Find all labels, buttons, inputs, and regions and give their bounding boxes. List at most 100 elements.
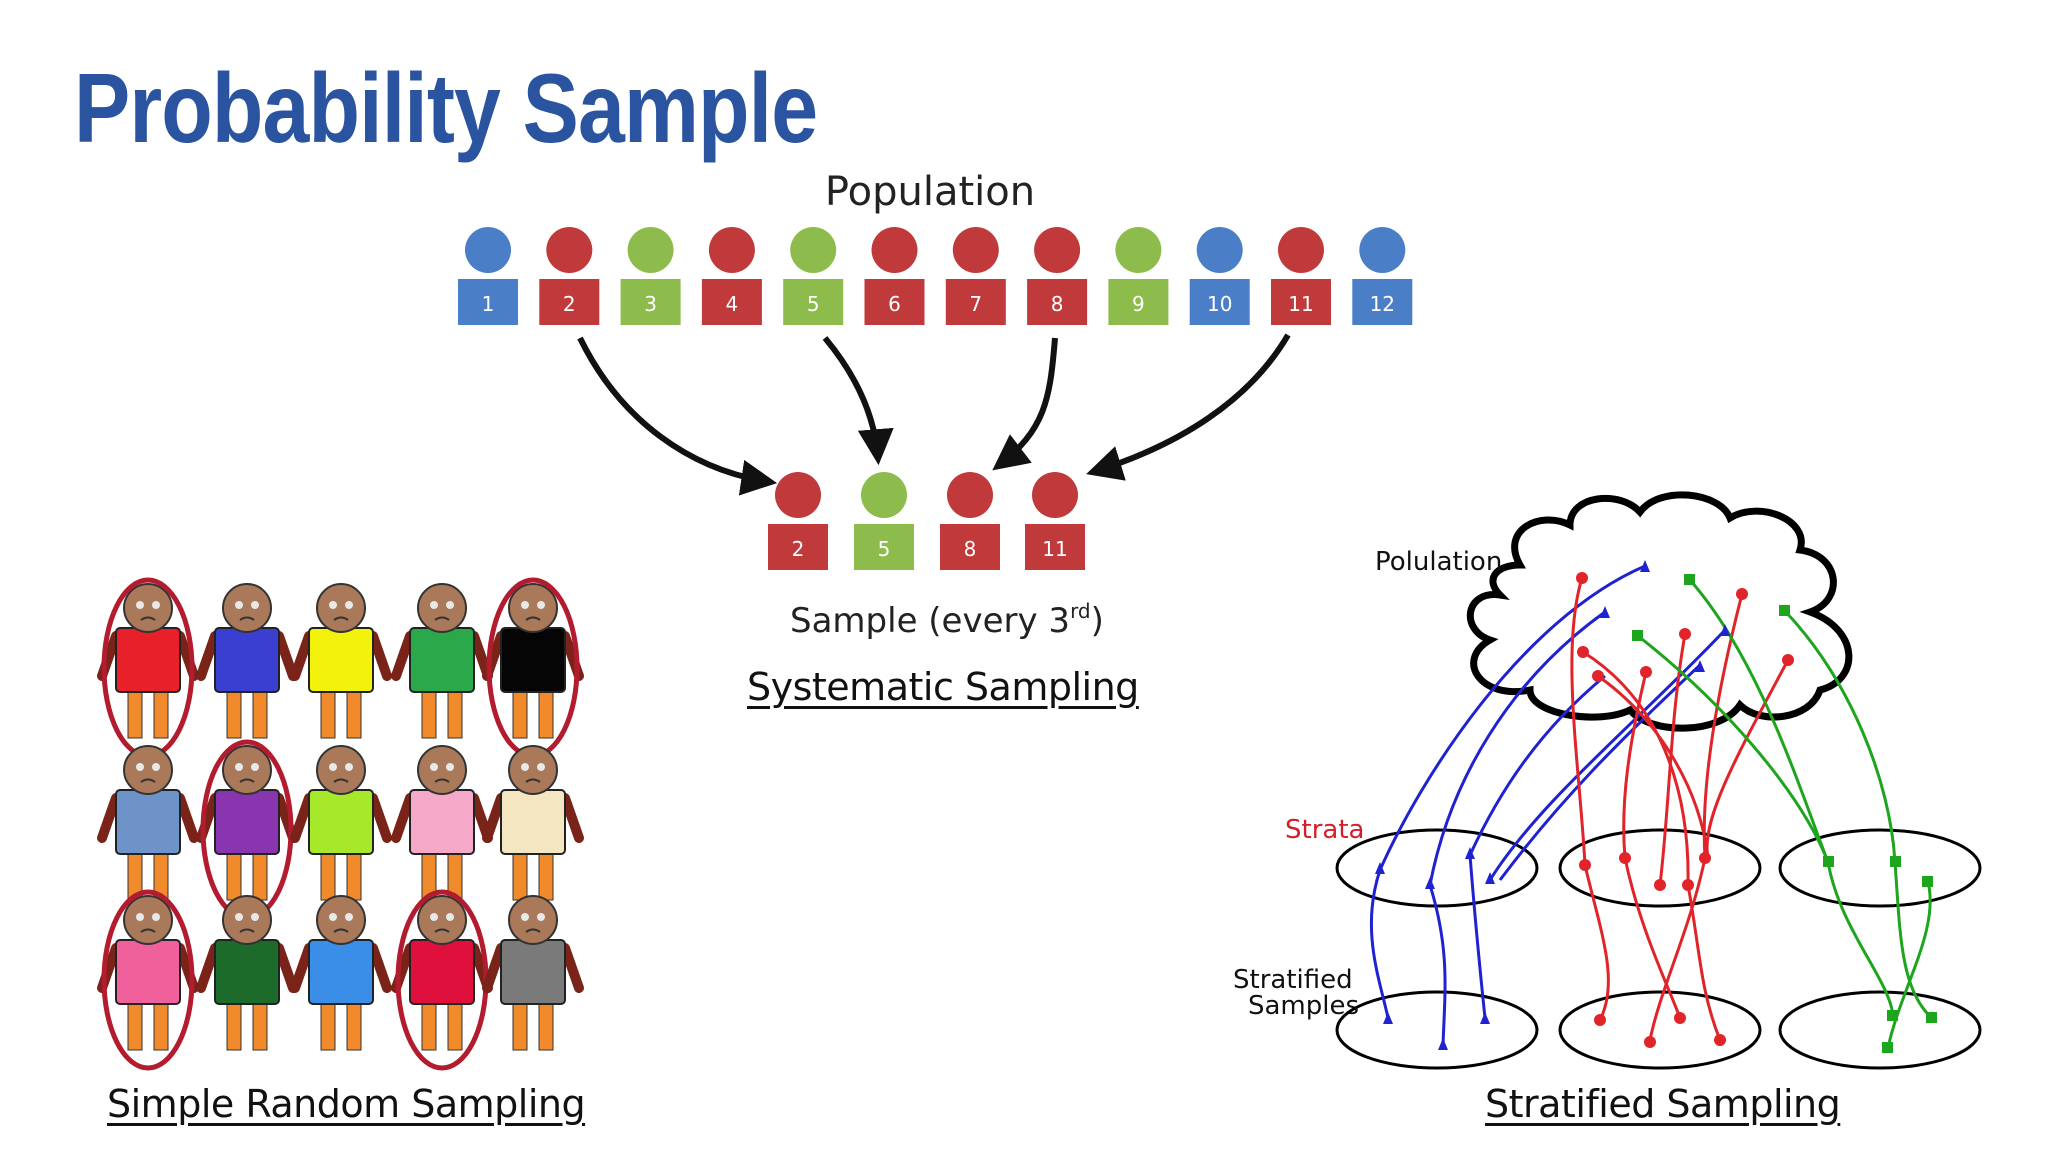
blue-line <box>1428 884 1447 1046</box>
leg <box>447 999 463 1051</box>
population-person-6: 6 <box>862 227 927 327</box>
person-head <box>790 227 837 273</box>
stratum-ellipse-blue <box>1335 828 1539 908</box>
person-number: 9 <box>1132 292 1145 316</box>
leg <box>538 849 554 901</box>
person-head <box>1359 227 1406 273</box>
stick-person <box>97 577 199 759</box>
green-point <box>1926 1012 1937 1023</box>
eye <box>521 913 529 921</box>
green-point <box>1823 856 1834 867</box>
head <box>222 895 272 945</box>
eye <box>430 913 438 921</box>
population-person-12: 12 <box>1350 227 1415 327</box>
population-person-7: 7 <box>943 227 1008 327</box>
person-number: 8 <box>1051 292 1064 316</box>
blue-point <box>1383 1012 1393 1024</box>
shirt <box>115 627 181 693</box>
person-body <box>1269 277 1333 327</box>
leg <box>421 999 437 1051</box>
person-head <box>861 472 907 518</box>
shirt <box>308 627 374 693</box>
green-line <box>1637 634 1830 863</box>
blue-line <box>1428 610 1606 886</box>
red-flow-lines <box>1570 577 1790 1041</box>
head <box>417 745 467 795</box>
person-head <box>1032 472 1078 518</box>
leg <box>512 999 528 1051</box>
eye <box>152 913 160 921</box>
person-head <box>546 227 593 273</box>
population-person-10: 10 <box>1187 227 1252 327</box>
green-point <box>1779 605 1790 616</box>
blue-line <box>1488 628 1727 881</box>
population-person-5: 5 <box>781 227 846 327</box>
blue-flow-lines <box>1369 564 1727 1046</box>
stick-person <box>290 583 392 739</box>
leg <box>447 687 463 739</box>
stick-person <box>97 745 199 901</box>
red-line <box>1702 593 1744 859</box>
red-point <box>1579 859 1591 871</box>
person-number: 12 <box>1370 292 1395 316</box>
leg <box>512 687 528 739</box>
head <box>316 895 366 945</box>
shirt <box>500 939 566 1005</box>
head <box>222 745 272 795</box>
eye <box>430 763 438 771</box>
shirt <box>115 789 181 855</box>
sample-ellipse-green <box>1778 990 1982 1070</box>
person-head <box>952 227 999 273</box>
eye <box>136 763 144 771</box>
person-body <box>1023 522 1087 572</box>
shirt <box>115 939 181 1005</box>
arm <box>368 943 392 993</box>
eye <box>345 601 353 609</box>
person-body <box>1106 277 1171 327</box>
eye <box>152 763 160 771</box>
population-person-8: 8 <box>1025 227 1090 327</box>
sample-ellipse-blue <box>1335 990 1539 1070</box>
person-number: 11 <box>1042 537 1067 561</box>
stick-person <box>391 889 493 1071</box>
arm <box>290 631 314 681</box>
blue-point <box>1465 847 1475 859</box>
sample-person-5: 5 <box>852 472 916 572</box>
stratified-samples-label-2: Samples <box>1248 991 1359 1021</box>
eye <box>251 913 259 921</box>
leg <box>226 687 242 739</box>
red-line <box>1705 659 1790 859</box>
red-point <box>1594 1014 1606 1026</box>
leg <box>538 999 554 1051</box>
strata-points <box>1375 560 1937 1053</box>
blue-point <box>1375 862 1385 874</box>
shirt <box>214 627 280 693</box>
red-point <box>1619 852 1631 864</box>
person-body <box>781 277 846 327</box>
eye <box>251 763 259 771</box>
red-line <box>1570 577 1587 866</box>
stick-person <box>196 895 298 1051</box>
sample-person-2: 2 <box>766 472 830 572</box>
mouth <box>140 616 156 621</box>
leg <box>538 687 554 739</box>
person-body <box>1187 277 1252 327</box>
person-body <box>766 522 830 572</box>
leg <box>252 999 268 1051</box>
strata-ellipses <box>1335 828 1982 1070</box>
stratified-samples-label-1: Stratified <box>1233 965 1353 995</box>
stratified-sampling-figure: Polulation Strata Stratified Samples <box>1233 491 1982 1070</box>
stick-person <box>196 583 298 739</box>
blue-point <box>1438 1038 1448 1050</box>
blue-line <box>1468 854 1487 1019</box>
slide-title: Probability Sample <box>74 53 818 163</box>
person-number: 5 <box>878 537 891 561</box>
mouth <box>333 616 349 621</box>
person-number: 8 <box>964 537 977 561</box>
eye <box>235 601 243 609</box>
shirt <box>500 627 566 693</box>
person-number: 1 <box>482 292 495 316</box>
eye <box>345 913 353 921</box>
red-point <box>1714 1034 1726 1046</box>
green-point <box>1922 876 1933 887</box>
